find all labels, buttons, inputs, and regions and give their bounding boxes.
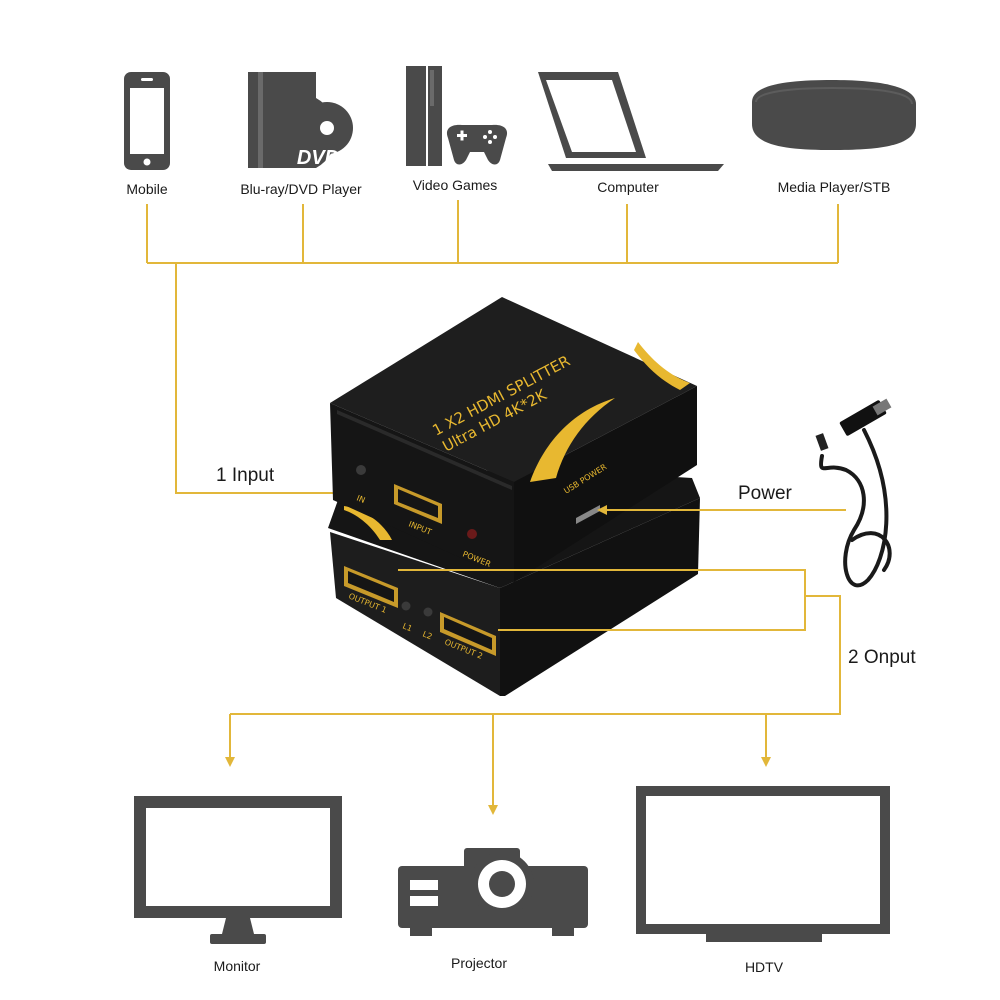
game-console-icon xyxy=(406,66,508,166)
usb-power-port xyxy=(576,505,600,524)
l2-label: L2 xyxy=(421,630,433,642)
hdmi-input-port xyxy=(394,484,442,524)
source-bus-lines xyxy=(146,200,839,264)
l1-label: L1 xyxy=(401,622,413,634)
set-top-box-icon xyxy=(752,80,916,150)
dvd-logo-text: DVD xyxy=(297,147,339,169)
source-label-video-games: Video Games xyxy=(413,177,498,193)
hdmi-output1-port xyxy=(344,566,398,608)
hdmi-output2-port xyxy=(440,612,496,656)
usb-plug-icon xyxy=(815,398,892,451)
destination-label-hdtv: HDTV xyxy=(745,959,784,975)
power-led xyxy=(467,529,477,539)
l2-led xyxy=(423,607,433,617)
destination-label-projector: Projector xyxy=(451,955,507,971)
source-label-dvd: Blu-ray/DVD Player xyxy=(240,181,362,197)
destination-label-monitor: Monitor xyxy=(214,958,261,974)
l1-led xyxy=(401,601,411,611)
input-line xyxy=(175,263,394,494)
in-label: IN xyxy=(355,494,366,505)
dvd-player-icon: DVD xyxy=(248,72,353,169)
monitor-icon xyxy=(134,796,342,944)
laptop-icon xyxy=(538,72,724,171)
in-led xyxy=(356,465,366,475)
mobile-phone-icon xyxy=(124,72,170,170)
projector-icon xyxy=(398,848,588,936)
hdtv-icon xyxy=(636,786,890,942)
hdmi-splitter-device: 1 X2 HDMI SPLITTER Ultra HD 4K*2K IN INP… xyxy=(328,297,700,696)
output-lines xyxy=(225,569,841,815)
source-label-media-player: Media Player/STB xyxy=(778,179,891,195)
usb-cable-icon xyxy=(819,428,892,588)
input-flow-label: 1 Input xyxy=(216,465,275,486)
source-label-computer: Computer xyxy=(597,179,659,195)
source-label-mobile: Mobile xyxy=(126,181,167,197)
power-flow-label: Power xyxy=(738,483,793,504)
output-flow-label: 2 Onput xyxy=(848,647,916,668)
